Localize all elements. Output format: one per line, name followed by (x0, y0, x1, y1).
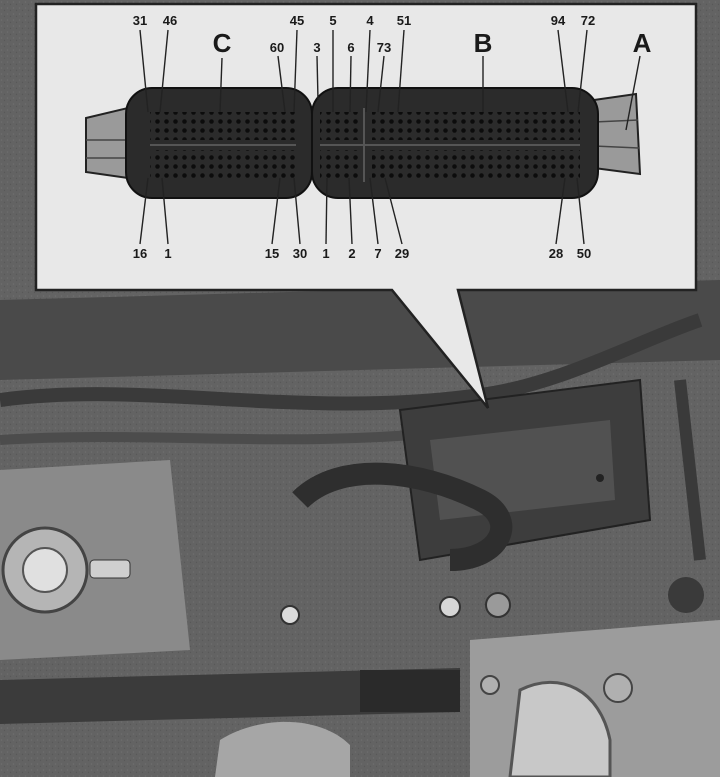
pin-label-46: 46 (163, 13, 177, 28)
pin-label-28: 28 (549, 246, 563, 261)
pin-label-2: 2 (348, 246, 355, 261)
connector-c-label: C (213, 28, 232, 58)
pin-label-16: 16 (133, 246, 147, 261)
pin-label-29: 29 (395, 246, 409, 261)
pin-label-73: 73 (377, 40, 391, 55)
pin-label-45: 45 (290, 13, 304, 28)
connector-b-label: B (474, 28, 493, 58)
leader-lines (139, 29, 641, 245)
pin-label-94: 94 (551, 13, 566, 28)
pin-label-1-c: 1 (164, 246, 171, 261)
pin-label-72: 72 (581, 13, 595, 28)
pin-label-1-b: 1 (322, 246, 329, 261)
pin-label-60: 60 (270, 40, 284, 55)
pin-label-51: 51 (397, 13, 411, 28)
pin-label-5: 5 (329, 13, 336, 28)
connector-a-label: A (633, 28, 652, 58)
pin-label-15: 15 (265, 246, 279, 261)
pin-labels-bottom: 16 1 15 30 1 2 7 29 28 50 (133, 246, 591, 261)
pin-labels-top: 31 46 60 45 3 5 6 4 73 51 94 72 (133, 13, 595, 55)
pin-label-6: 6 (347, 40, 354, 55)
pin-label-7: 7 (374, 246, 381, 261)
pin-label-4: 4 (366, 13, 374, 28)
connector-b-housing (311, 87, 599, 199)
pin-label-31: 31 (133, 13, 147, 28)
pin-label-30: 30 (293, 246, 307, 261)
pin-label-50: 50 (577, 246, 591, 261)
connector-assembly (85, 87, 642, 199)
pin-label-3: 3 (313, 40, 320, 55)
